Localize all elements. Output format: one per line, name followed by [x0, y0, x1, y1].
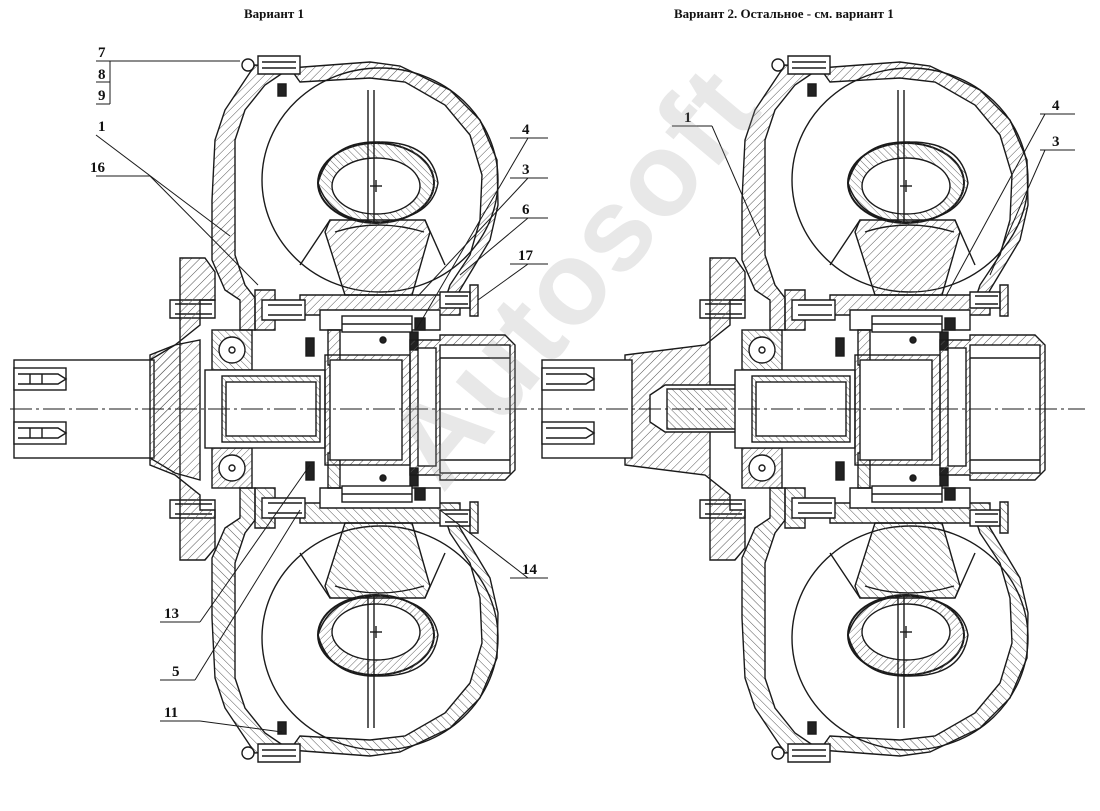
- callout-14: 14: [522, 562, 538, 578]
- callouts-variant-1: 7 8 9 1 16 4 3 6 17 14 13 5 11: [90, 45, 538, 721]
- callout-13: 13: [164, 606, 179, 622]
- callout-11: 11: [164, 705, 178, 721]
- callout-v2-4: 4: [1052, 98, 1060, 114]
- callout-8: 8: [98, 67, 106, 83]
- variant-2-view: [540, 55, 1085, 763]
- callout-3: 3: [522, 162, 530, 178]
- variant-2-caption: Вариант 2. Остальное - см. вариант 1: [674, 6, 894, 21]
- leader-lines: [95, 60, 1075, 733]
- callout-1: 1: [98, 119, 106, 135]
- callout-9: 9: [98, 88, 106, 104]
- callout-6: 6: [522, 202, 530, 218]
- callout-17: 17: [518, 248, 534, 264]
- callout-v2-3: 3: [1052, 134, 1060, 150]
- callout-4: 4: [522, 122, 530, 138]
- callout-5: 5: [172, 664, 180, 680]
- callout-v2-1: 1: [684, 110, 692, 126]
- callouts-variant-2: 1 4 3: [684, 98, 1060, 150]
- callout-7: 7: [98, 45, 106, 61]
- variant-1-caption: Вариант 1: [244, 6, 305, 21]
- callout-16: 16: [90, 160, 106, 176]
